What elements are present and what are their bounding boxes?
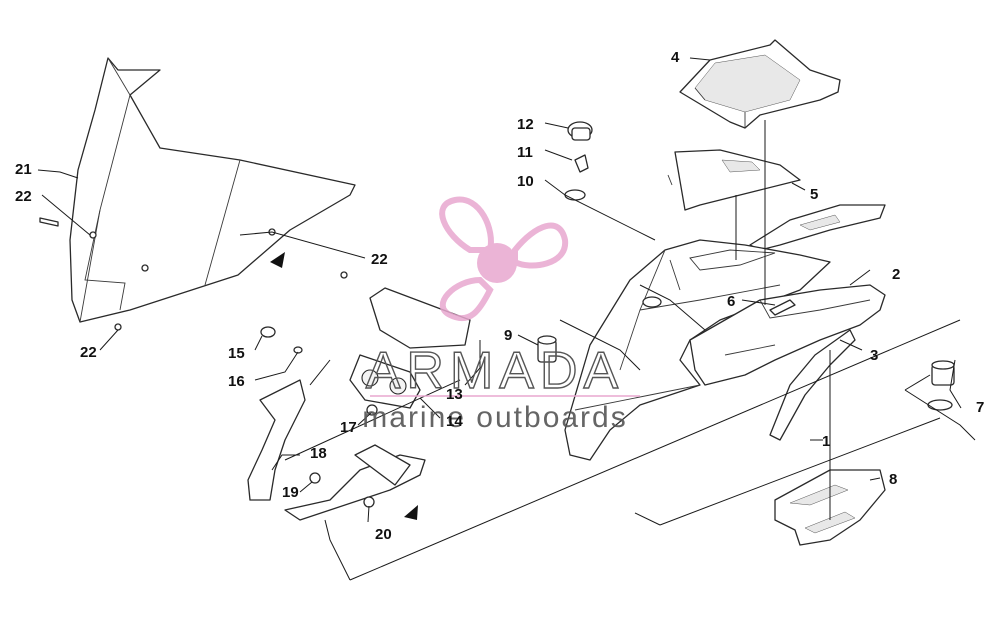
callout-11: 11 — [517, 144, 533, 161]
panel-part-5-lower — [749, 204, 886, 251]
brackets-parts-15-20 — [247, 326, 426, 521]
callout-20: 20 — [375, 526, 392, 543]
net-tray-part-4 — [679, 39, 841, 129]
callout-2: 2 — [892, 266, 900, 283]
callout-3: 3 — [870, 347, 878, 364]
key-switch-parts-10-12 — [564, 121, 593, 201]
callout-13: 13 — [446, 386, 463, 403]
panel-part-5-upper — [667, 149, 801, 211]
callout-15: 15 — [228, 345, 245, 362]
callout-4: 4 — [671, 49, 680, 66]
callout-22-bottom: 22 — [80, 344, 97, 361]
callout-7: 7 — [976, 399, 984, 416]
callout-6: 6 — [727, 293, 735, 310]
switch-part-9 — [537, 335, 557, 363]
leader-lines — [37, 57, 976, 581]
windshield-part-21 — [69, 57, 356, 323]
trim-strip-part-3 — [769, 329, 856, 441]
callout-5: 5 — [810, 186, 818, 203]
callout-18: 18 — [310, 445, 327, 462]
callout-labels: 1 2 3 4 5 6 7 8 9 10 11 12 13 14 15 16 1… — [15, 49, 984, 543]
callout-10: 10 — [517, 173, 534, 190]
console-top-part-2 — [689, 284, 886, 386]
callout-12: 12 — [517, 116, 534, 133]
arrow-marker-1 — [270, 252, 285, 268]
callout-14: 14 — [446, 413, 463, 430]
callout-22-right: 22 — [371, 251, 388, 268]
arrow-marker-2 — [404, 505, 418, 520]
watermark-tagline: marine outboards — [362, 401, 627, 434]
callout-1: 1 — [822, 433, 830, 450]
callout-22-left: 22 — [15, 188, 32, 205]
watermark-brand: ARMADA — [366, 342, 624, 400]
watermark-logo-icon — [439, 196, 569, 322]
gauge-module-parts-13-14 — [349, 287, 471, 409]
callout-8: 8 — [889, 471, 897, 488]
callout-16: 16 — [228, 373, 245, 390]
callout-17: 17 — [340, 419, 357, 436]
callout-19: 19 — [282, 484, 299, 501]
filler-cap-part-7 — [927, 360, 955, 411]
callout-21: 21 — [15, 161, 32, 178]
callout-9: 9 — [504, 327, 512, 344]
